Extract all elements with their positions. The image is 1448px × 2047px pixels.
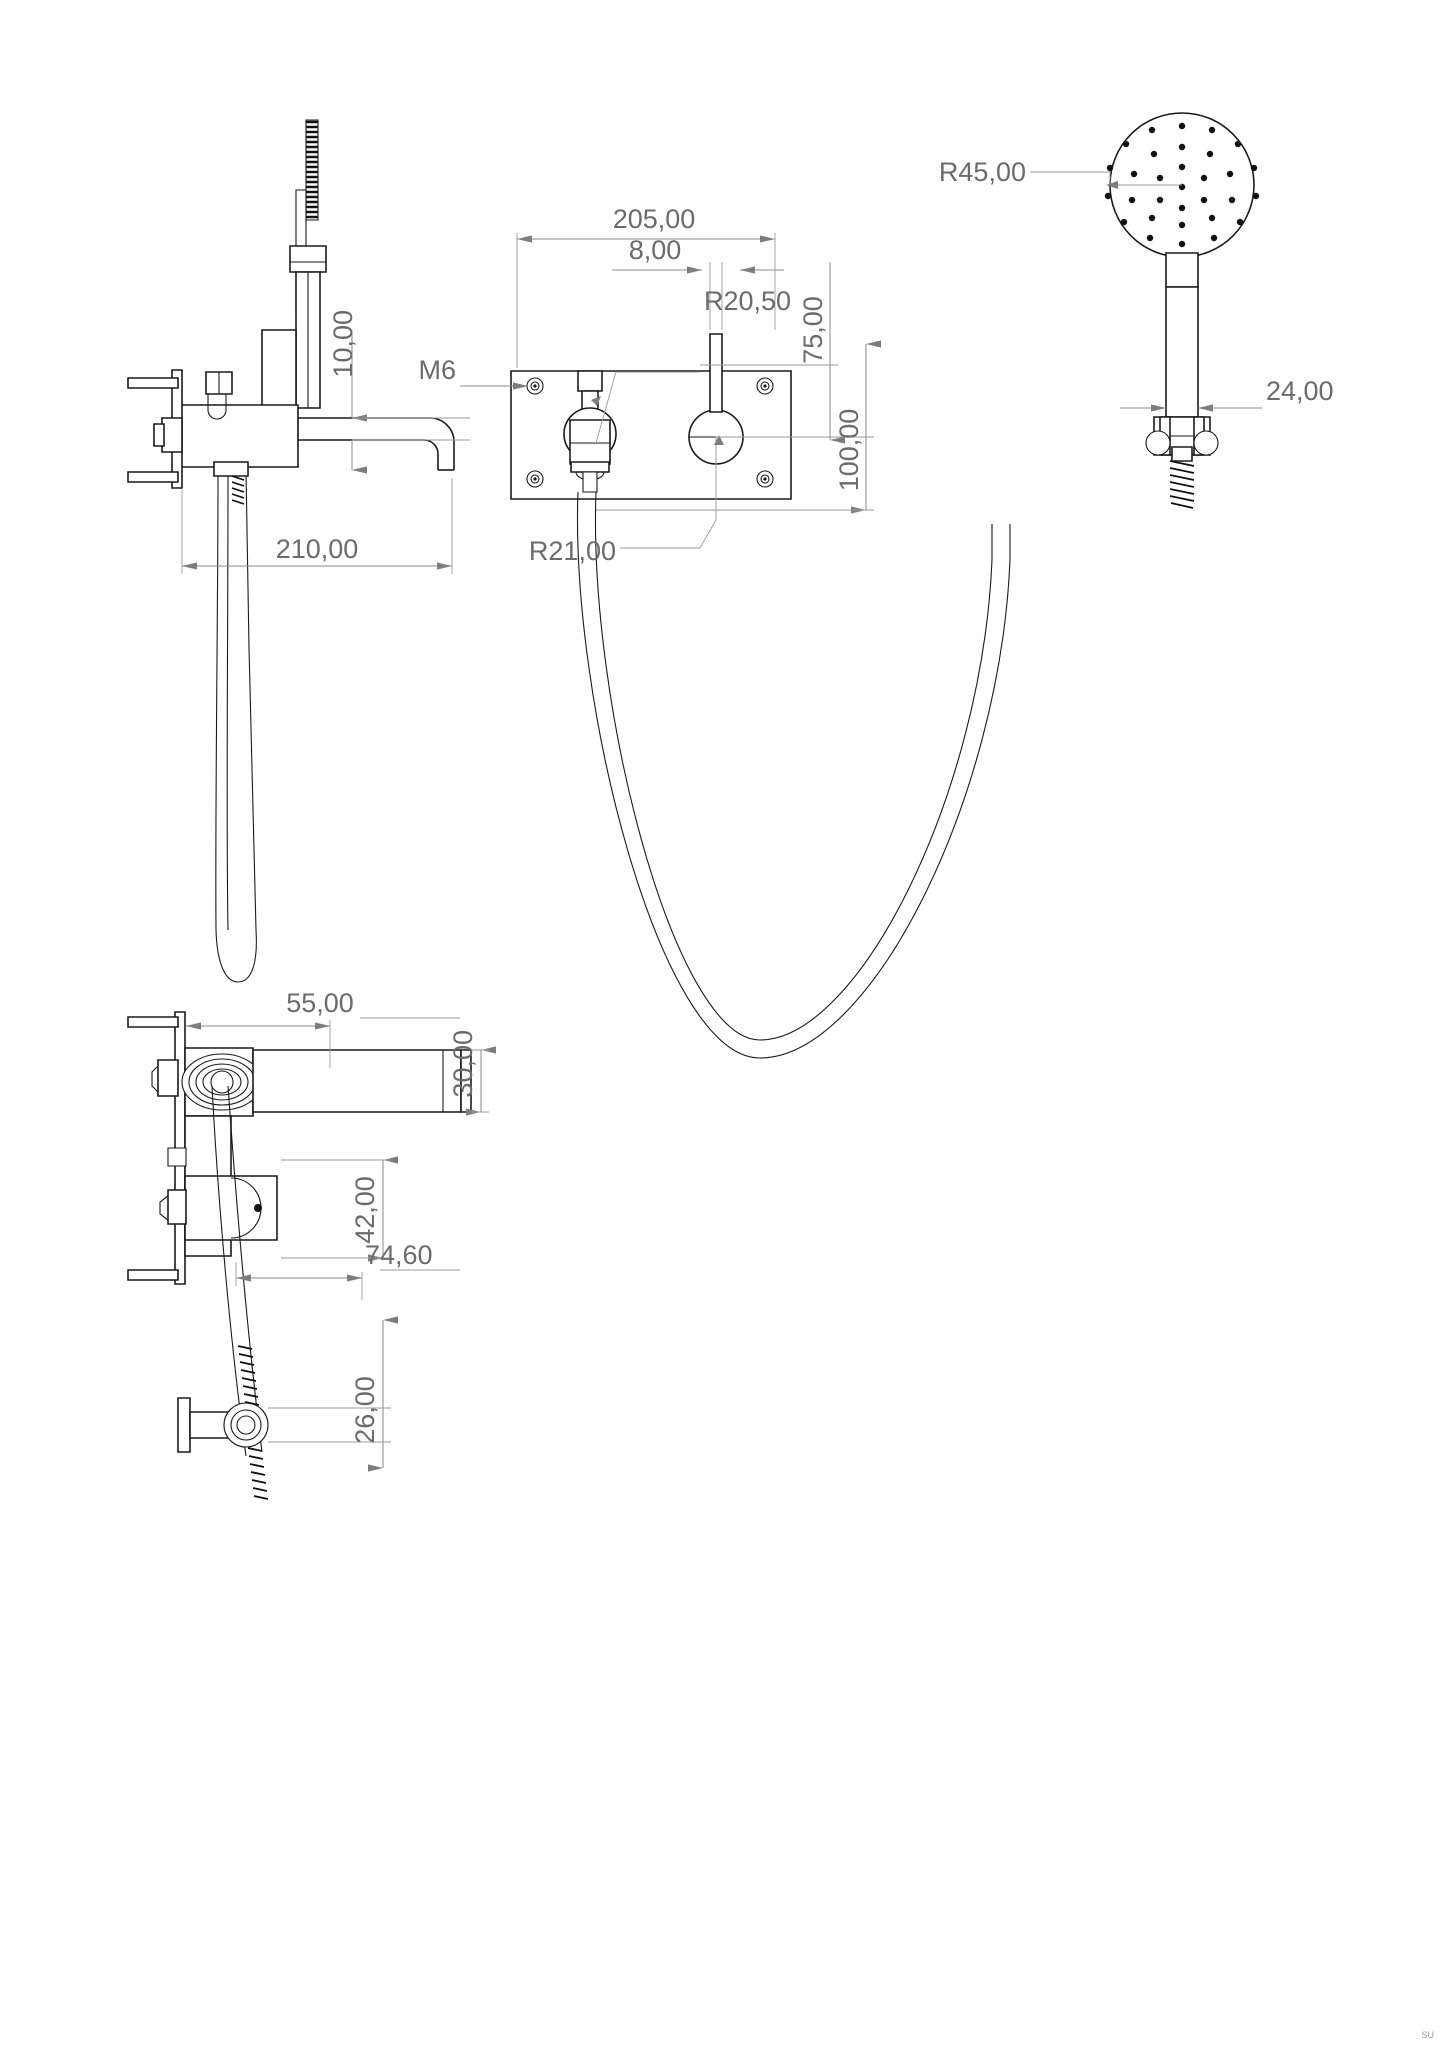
m6-hole-icon [527, 471, 543, 487]
side-riser-tube [290, 120, 326, 408]
dimension-10: 10,00 [328, 310, 470, 474]
dimension-label-7460: 74,60 [365, 1240, 433, 1270]
dimension-label-75: 75,00 [798, 296, 828, 364]
dimension-label-24: 24,00 [1266, 376, 1334, 406]
dimension-55: 55,00 [186, 988, 460, 1068]
shower-nozzles-icon [1104, 122, 1260, 248]
view-hand-shower [1104, 113, 1260, 508]
corner-note: SU [1421, 2030, 1434, 2040]
dimension-26: 26,00 [268, 1316, 398, 1472]
dimension-label-r2050: R20,50 [704, 286, 791, 316]
dimension-label-30: 30,00 [448, 1030, 478, 1098]
dimension-30: 30,00 [448, 1030, 496, 1116]
dimension-label-r2100: R21,00 [529, 536, 616, 566]
dimension-100: 100,00 [596, 340, 881, 514]
front-diverter-knob [564, 371, 616, 480]
side-diverter-block [262, 330, 296, 416]
dimension-label-10: 10,00 [328, 310, 358, 378]
plan-handle-top [128, 1017, 178, 1027]
view-side-elevation [128, 120, 454, 982]
dimension-8: 8,00 [612, 235, 784, 330]
plan-handle-bottom [128, 1270, 178, 1280]
dimension-r2050: R20,50 [591, 286, 791, 443]
dimension-label-m6: M6 [418, 355, 456, 385]
side-hose-connector [214, 462, 248, 504]
m6-hole-icon [757, 471, 773, 487]
shower-wand [1166, 253, 1198, 417]
shower-hose-connector [1146, 417, 1218, 508]
dimension-label-26: 26,00 [350, 1376, 380, 1444]
dimension-label-42: 42,00 [350, 1176, 380, 1244]
dimension-label-55: 55,00 [286, 988, 354, 1018]
plan-mixer-body [152, 1048, 262, 1116]
dimension-210: 210,00 [182, 478, 452, 574]
m6-hole-icon [527, 378, 543, 394]
front-back-plate [511, 371, 791, 499]
dimension-label-r4500: R45,00 [939, 157, 1026, 187]
plan-diverter-body [160, 1116, 277, 1256]
knurl-top-icon [306, 120, 318, 220]
side-hose [216, 470, 257, 982]
dimension-r2100: R21,00 [529, 435, 724, 566]
hose-coil-icon [1170, 461, 1194, 508]
front-fixing-holes [527, 378, 773, 487]
view-plan [128, 930, 471, 1499]
plan-hose-coil-icon [238, 1346, 268, 1499]
side-spout [298, 418, 454, 470]
m6-hole-icon [757, 378, 773, 394]
dimension-label-100: 100,00 [834, 409, 864, 492]
dimension-24: 24,00 [1120, 376, 1334, 412]
view-front-elevation [511, 334, 1010, 1058]
front-hose [578, 472, 1010, 1058]
plan-hose-outlet [178, 1346, 268, 1499]
dimension-75: 75,00 [700, 148, 845, 444]
plan-spout [253, 1050, 471, 1112]
dimension-42: 42,00 [281, 1156, 398, 1262]
dimension-label-8: 8,00 [629, 235, 682, 265]
dimension-label-205: 205,00 [613, 204, 696, 234]
dimension-r4500: R45,00 [939, 157, 1182, 189]
dimension-205: 205,00 [517, 204, 775, 368]
dimension-m6: M6 [418, 355, 528, 390]
front-lever-handle [689, 334, 743, 464]
dimension-label-210: 210,00 [276, 534, 359, 564]
dimension-7460: 74,60 [236, 1240, 460, 1300]
